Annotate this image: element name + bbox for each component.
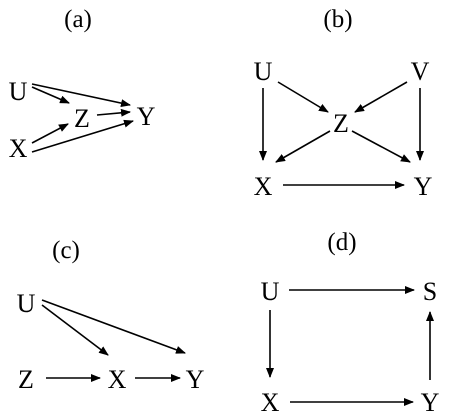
panel-c-edge-u-x xyxy=(41,304,109,356)
panel-d-node-u: U xyxy=(261,277,280,306)
panel-a-edge-u-y xyxy=(31,83,131,108)
panel-a: (a) U X Z Y xyxy=(9,6,156,163)
panel-a-edge-x-z xyxy=(31,123,69,144)
panel-c: (c) U Z X Y xyxy=(17,237,205,394)
panel-b-edge-v-z xyxy=(354,81,408,113)
panel-a-node-x: X xyxy=(9,134,28,163)
panel-d-node-y: Y xyxy=(421,388,440,417)
panel-b-node-u: U xyxy=(254,57,273,86)
panel-b-node-y: Y xyxy=(414,172,433,201)
panel-a-label: (a) xyxy=(64,6,92,33)
panel-d-node-x: X xyxy=(261,388,280,417)
panel-c-node-z: Z xyxy=(18,365,34,394)
panel-d-label: (d) xyxy=(327,229,356,256)
panel-a-edge-z-y xyxy=(96,108,131,117)
panel-c-node-x: X xyxy=(108,365,127,394)
panel-b-label: (b) xyxy=(323,6,352,33)
panel-b-edge-z-y xyxy=(351,130,411,163)
panel-b-edge-z-x xyxy=(275,130,331,163)
panel-b: (b) U V Z X Y xyxy=(254,6,433,201)
panel-c-node-y: Y xyxy=(186,365,205,394)
panel-d: (d) U S X Y xyxy=(261,229,440,417)
panel-a-node-z: Z xyxy=(74,104,90,133)
panel-b-node-x: X xyxy=(254,172,273,201)
panel-c-edge-u-y xyxy=(41,299,186,354)
panel-a-node-y: Y xyxy=(137,102,156,131)
panel-b-edge-u-z xyxy=(277,81,329,113)
panel-a-edge-u-z xyxy=(31,86,70,104)
panel-a-node-u: U xyxy=(9,77,28,106)
panel-d-node-s: S xyxy=(423,277,437,306)
panel-c-node-u: U xyxy=(17,289,36,318)
panel-b-node-z: Z xyxy=(333,109,349,138)
panel-b-node-v: V xyxy=(411,57,430,86)
panel-c-label: (c) xyxy=(52,237,80,264)
panel-a-edge-x-y xyxy=(31,119,134,153)
